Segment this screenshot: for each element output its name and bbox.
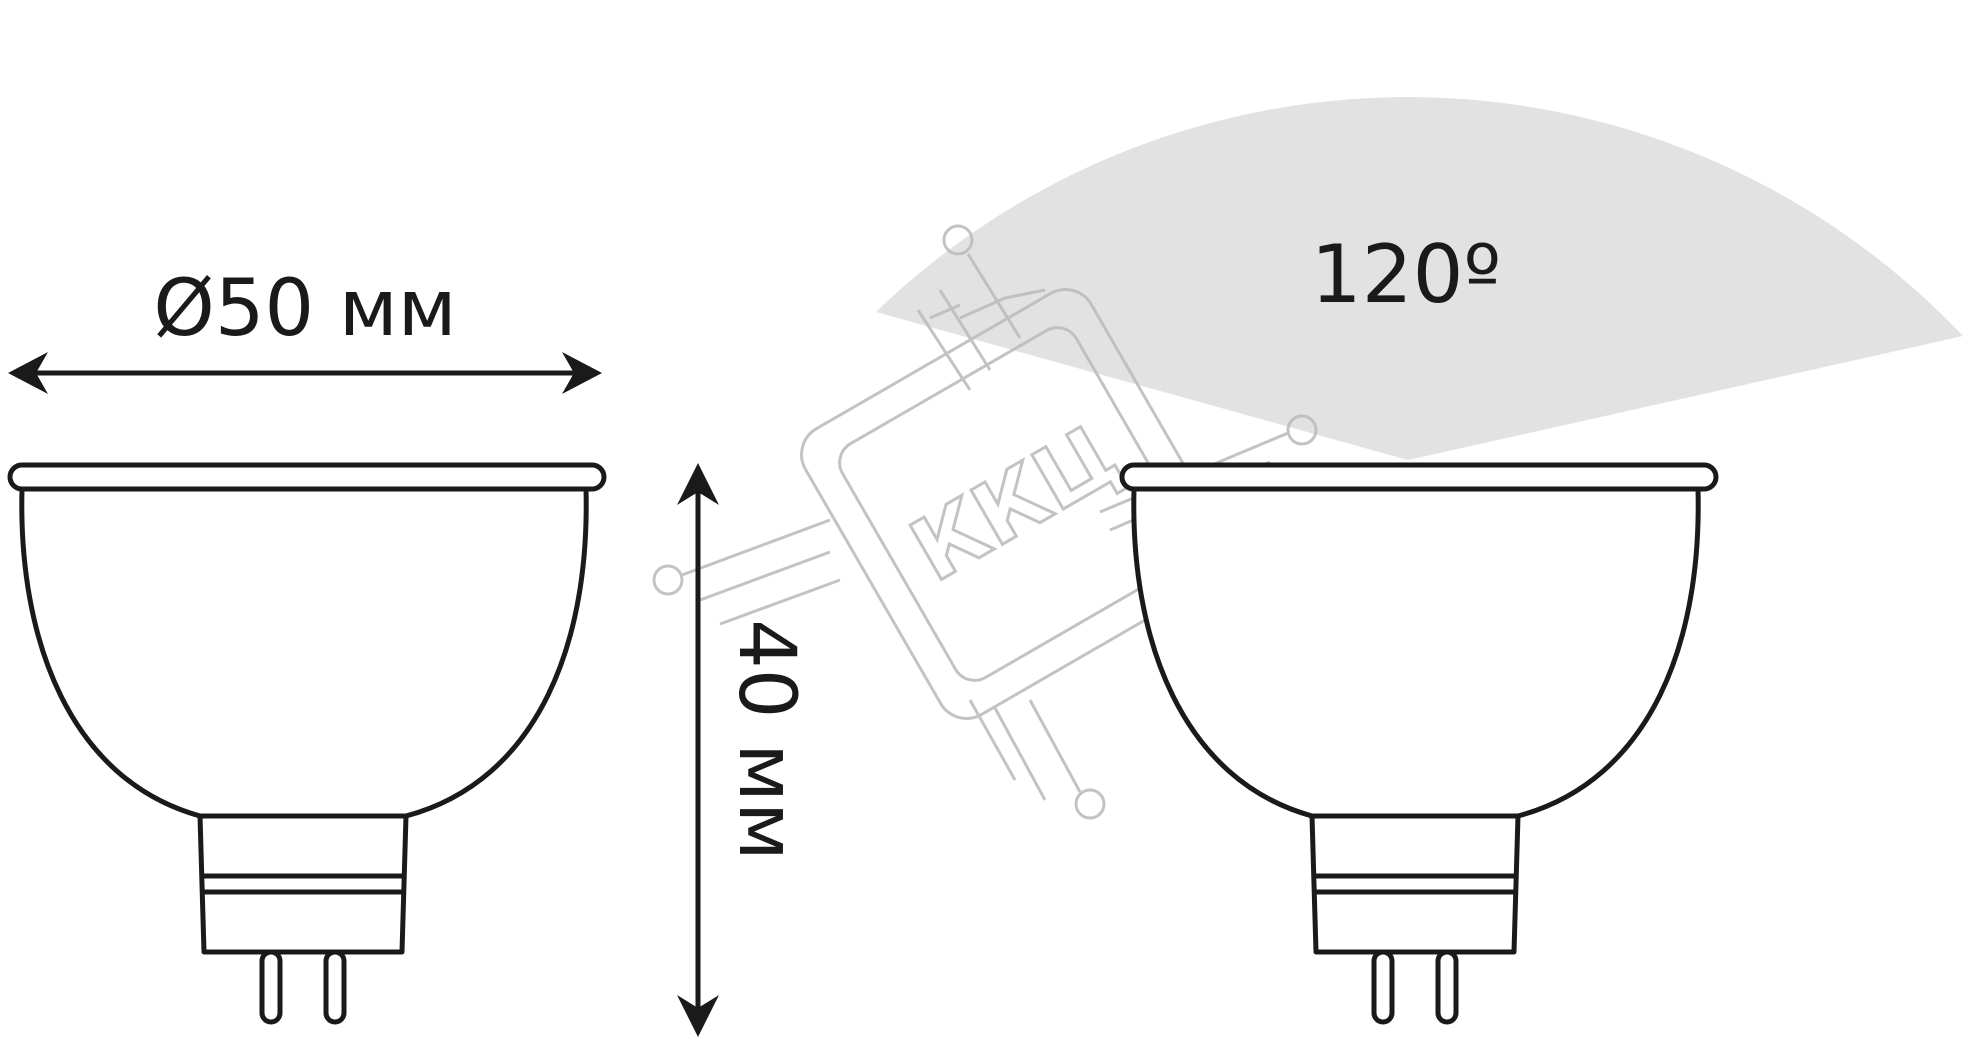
beam-angle-wedge	[876, 97, 1963, 461]
beam-angle-label: 120º	[1311, 228, 1501, 321]
height-dimension-arrow	[677, 463, 719, 1037]
width-label: Ø50 мм	[153, 264, 456, 354]
watermark-text: ККЦ	[895, 405, 1136, 602]
height-label: 40 мм	[721, 619, 811, 861]
width-dimension-arrow	[8, 352, 602, 394]
lamp-side-view-left	[7, 462, 607, 1025]
lamp-side-view-right	[1119, 462, 1719, 1025]
